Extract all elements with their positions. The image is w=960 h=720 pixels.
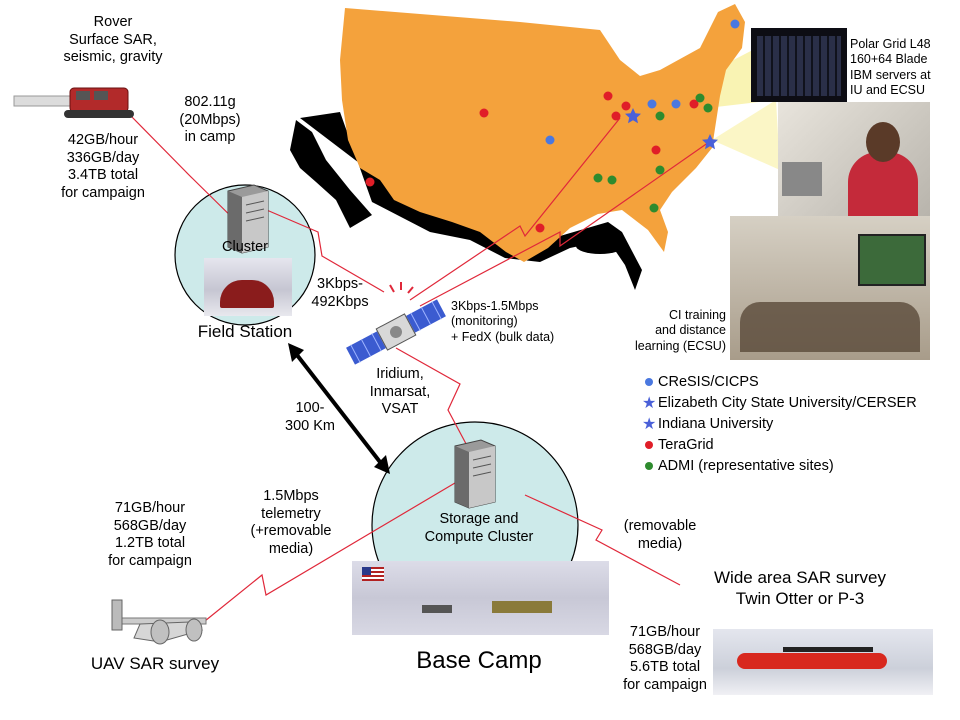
site-crisis bbox=[545, 135, 555, 145]
legend-star-icon: ★ bbox=[642, 416, 657, 433]
aircraft-fuselage bbox=[737, 653, 887, 669]
site-star-ecsu bbox=[702, 134, 718, 150]
link-satellite-map-2 bbox=[419, 139, 713, 307]
aircraft-link-label: (removable media) bbox=[623, 518, 697, 552]
sat-link-right-label: 3Kbps-1.5Mbps (monitoring) + FedX (bulk … bbox=[451, 299, 555, 344]
legend-item: TeraGrid bbox=[642, 435, 917, 456]
map-shadow bbox=[300, 112, 642, 290]
comm-links bbox=[129, 114, 713, 626]
satellite-label: Iridium, Inmarsat, VSAT bbox=[369, 366, 431, 418]
site-star-iu bbox=[625, 108, 641, 124]
link-cluster-satellite bbox=[261, 207, 385, 293]
satellite-icon bbox=[344, 298, 448, 366]
site-crisis bbox=[671, 99, 681, 109]
legend-star-icon: ★ bbox=[642, 395, 657, 412]
site-admi bbox=[655, 165, 665, 175]
legend-dot-icon bbox=[645, 441, 653, 449]
map-sites bbox=[365, 19, 740, 233]
map-shadow bbox=[290, 120, 372, 228]
aircraft-wing bbox=[783, 647, 873, 652]
legend-label: ADMI (representative sites) bbox=[658, 458, 834, 474]
projection-screen bbox=[858, 234, 926, 286]
map-island bbox=[576, 238, 624, 254]
distance-arrow bbox=[288, 343, 390, 474]
rover-title: Rover Surface SAR, seismic, gravity bbox=[63, 14, 163, 66]
site-teragrid bbox=[651, 145, 661, 155]
uav-icon bbox=[111, 599, 207, 645]
student-figure bbox=[848, 152, 918, 216]
site-teragrid bbox=[535, 223, 545, 233]
legend-label: CReSIS/CICPS bbox=[658, 374, 759, 390]
audience bbox=[740, 302, 920, 352]
classroom-photo bbox=[730, 216, 930, 360]
link-satellite-base bbox=[395, 347, 481, 471]
students-photo bbox=[778, 102, 930, 216]
legend: CReSIS/CICPS ★ Elizabeth City State Univ… bbox=[642, 372, 917, 477]
polar-grid-photo bbox=[751, 28, 847, 102]
legend-item: CReSIS/CICPS bbox=[642, 372, 917, 393]
link-rover-cluster bbox=[129, 114, 251, 236]
student-head bbox=[866, 122, 900, 162]
highlight-beam bbox=[712, 100, 780, 170]
site-teragrid bbox=[611, 111, 621, 121]
field-station-cluster-label: Cluster bbox=[222, 239, 268, 255]
uav-link-label: 1.5Mbps telemetry (+removable media) bbox=[250, 488, 332, 558]
aircraft-title: Wide area SAR survey Twin Otter or P-3 bbox=[714, 568, 886, 608]
site-admi bbox=[593, 173, 603, 183]
legend-dot-icon bbox=[645, 378, 653, 386]
rover-stats: 42GB/hour 336GB/day 3.4TB total for camp… bbox=[61, 132, 145, 202]
computer-monitor bbox=[782, 162, 822, 196]
us-flag-icon bbox=[362, 567, 384, 581]
ci-training-label: CI training and distance learning (ECSU) bbox=[634, 308, 726, 353]
field-station-photo bbox=[204, 258, 292, 316]
site-teragrid bbox=[479, 108, 489, 118]
legend-item: ★ Elizabeth City State University/CERSER bbox=[642, 393, 917, 414]
server-icon bbox=[454, 439, 496, 509]
field-station-name: Field Station bbox=[197, 322, 293, 341]
aircraft-photo bbox=[713, 629, 933, 695]
link-satellite-map bbox=[409, 117, 621, 301]
sat-link-left-label: 3Kbps- 492Kbps bbox=[311, 276, 369, 310]
site-teragrid bbox=[365, 177, 375, 187]
server-icon bbox=[227, 184, 269, 254]
base-camp-cluster-label: Storage and Compute Cluster bbox=[424, 511, 534, 545]
field-station-tent bbox=[220, 280, 274, 308]
site-teragrid bbox=[621, 101, 631, 111]
distance-label: 100- 300 Km bbox=[285, 400, 335, 434]
legend-label: Elizabeth City State University/CERSER bbox=[658, 395, 917, 411]
site-crisis bbox=[647, 99, 657, 109]
usa-map bbox=[340, 4, 745, 262]
polar-grid-label: Polar Grid L48 160+64 Blade IBM servers … bbox=[850, 37, 931, 97]
site-teragrid bbox=[689, 99, 699, 109]
aircraft-stats: 71GB/hour 568GB/day 5.6TB total for camp… bbox=[623, 624, 707, 694]
site-admi bbox=[607, 175, 617, 185]
uav-stats: 71GB/hour 568GB/day 1.2TB total for camp… bbox=[108, 500, 192, 570]
site-admi bbox=[655, 111, 665, 121]
link-uav-base bbox=[199, 479, 461, 626]
uav-label: UAV SAR survey bbox=[90, 654, 220, 673]
legend-item: ★ Indiana University bbox=[642, 414, 917, 435]
link-base-aircraft bbox=[524, 494, 681, 586]
signal-icon bbox=[389, 282, 414, 294]
rover-icon bbox=[13, 87, 134, 118]
legend-label: Indiana University bbox=[658, 416, 774, 432]
legend-dot-icon bbox=[645, 462, 653, 470]
site-admi bbox=[695, 93, 705, 103]
wifi-link-label: 802.11g (20Mbps) in camp bbox=[179, 94, 241, 146]
site-crisis bbox=[730, 19, 740, 29]
legend-item: ADMI (representative sites) bbox=[642, 456, 917, 477]
base-camp-name: Base Camp bbox=[416, 647, 542, 674]
base-camp-building bbox=[422, 605, 452, 613]
base-camp-building bbox=[492, 601, 552, 613]
site-admi bbox=[703, 103, 713, 113]
site-teragrid bbox=[603, 91, 613, 101]
base-camp-photo bbox=[352, 561, 609, 635]
legend-label: TeraGrid bbox=[658, 437, 714, 453]
site-admi bbox=[649, 203, 659, 213]
